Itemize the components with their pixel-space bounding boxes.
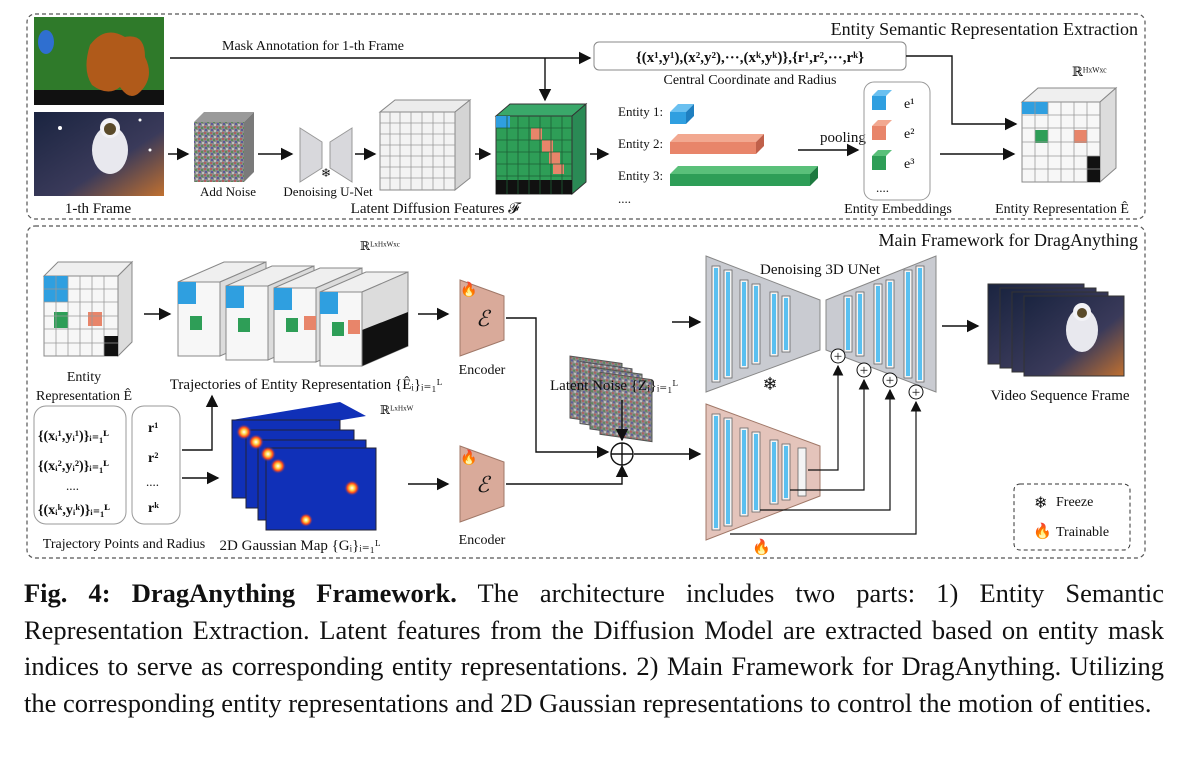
r-k: rᵏ [148, 501, 159, 516]
svg-text:ℰ: ℰ [476, 306, 492, 331]
radius-box [131, 405, 181, 525]
sum-node [610, 442, 634, 466]
traj-k: {(xᵢᵏ,yᵢᵏ)}ᵢ₌₁ᴸ [38, 503, 110, 518]
svg-text:+: + [886, 373, 894, 389]
encoder-top-label: Encoder [459, 363, 506, 378]
legend-freeze: Freeze [1056, 495, 1093, 510]
framework-figure: Entity Semantic Representation Extractio… [26, 13, 1146, 559]
trajectory-points-label: Trajectory Points and Radius [43, 537, 205, 552]
first-frame-label: 1-th Frame [65, 201, 132, 217]
entity-1-label: Entity 1: [618, 104, 663, 119]
entity-3-bar [670, 166, 818, 186]
top-dim-label: ℝᴴˣᵂˣᶜ [1072, 64, 1107, 79]
latent-noise-stack [569, 355, 653, 443]
denoising-3d-unet-label: Denoising 3D UNet [760, 262, 881, 278]
first-frame-image [34, 112, 164, 196]
skip-connections [730, 364, 922, 535]
embedding-1 [872, 90, 892, 110]
embedding-3-label: e³ [904, 157, 914, 172]
entity-2-bar [670, 134, 764, 154]
encoder-bottom: ℰ 🔥 [459, 445, 505, 523]
entity-rep-line2: Representation Ê [36, 387, 132, 404]
svg-text:❄: ❄ [762, 374, 777, 394]
entity-embeddings-box [863, 81, 931, 201]
encoder-top: ℰ 🔥 [459, 279, 505, 357]
flame-icon: 🔥 [1033, 522, 1052, 540]
mask-image [34, 17, 164, 105]
noise-cube [194, 112, 254, 182]
latent-feature-cube [378, 98, 472, 192]
pooling-label: pooling [820, 130, 866, 146]
denoising-unet-label: Denoising U-Net [283, 184, 373, 199]
svg-text:+: + [912, 385, 920, 401]
svg-text:+: + [860, 363, 868, 379]
svg-text:ℰ: ℰ [476, 472, 492, 497]
gaussian-map-label: 2D Gaussian Map {Gᵢ}ᵢ₌₁ᴸ [220, 538, 381, 554]
embedding-2-label: e² [904, 127, 914, 142]
gaussian-map-stack [231, 402, 377, 531]
trajectory-points-box [33, 405, 127, 525]
traj-1: {(xᵢ¹,yᵢ¹)}ᵢ₌₁ᴸ [38, 429, 109, 444]
r-2: r² [148, 451, 158, 466]
traj-2: {(xᵢ²,yᵢ²)}ᵢ₌₁ᴸ [38, 459, 109, 474]
entity-representation-label: Entity Representation Ê [995, 200, 1129, 217]
svg-text:🔥: 🔥 [460, 449, 477, 466]
coord-caption: Central Coordinate and Radius [663, 73, 836, 88]
video-sequence-frames [987, 283, 1125, 377]
entity-2-label: Entity 2: [618, 136, 663, 151]
bottom-section-title: Main Framework for DragAnything [879, 230, 1138, 250]
entity-representation-cube [1020, 86, 1118, 184]
bottom-entity-cube [42, 260, 134, 358]
trainable-control-unet: 🔥 [705, 403, 821, 556]
entity-3-label: Entity 3: [618, 168, 663, 183]
svg-text:+: + [834, 349, 842, 365]
trajectories-label: Trajectories of Entity Representation {Ê… [170, 376, 443, 393]
frozen-unet: ❄ [705, 255, 937, 394]
embedding-2 [872, 120, 892, 140]
entity-embeddings-label: Entity Embeddings [844, 202, 952, 217]
add-noise-label: Add Noise [200, 184, 256, 199]
denoising-unet-icon: ❄ [299, 127, 353, 183]
coord-set: {(x¹,y¹),(x²,y²),···,(xᵏ,yᵏ)},{r¹,r²,···… [636, 50, 864, 66]
latent-features-label: Latent Diffusion Features 𝓕 [351, 201, 523, 217]
dim-lhw-label: ℝᴸˣᴴˣᵂ [380, 403, 414, 417]
video-frame-label: Video Sequence Frame [990, 388, 1129, 404]
legend-trainable: Trainable [1056, 525, 1109, 540]
dim-lhwc-label: ℝᴸˣᴴˣᵂˣᶜ [360, 239, 400, 253]
r-1: r¹ [148, 421, 158, 436]
entity-rep-line1: Entity [67, 370, 101, 385]
skip-add-nodes: + + + + [830, 348, 924, 401]
r-dots: .... [146, 474, 159, 489]
trajectory-cubes [177, 261, 409, 367]
svg-text:🔥: 🔥 [752, 538, 771, 556]
svg-text:🔥: 🔥 [460, 281, 477, 298]
snowflake-icon: ❄ [1034, 495, 1047, 512]
embedding-more: .... [876, 180, 889, 195]
embedding-3 [872, 150, 892, 170]
top-section-title: Entity Semantic Representation Extractio… [831, 19, 1138, 39]
entity-1-bar [670, 104, 694, 124]
latent-noise-label: Latent Noise {Zᵢ}ᵢ₌₁ᴸ [550, 378, 678, 394]
encoder-bottom-label: Encoder [459, 533, 506, 548]
caption-label: Fig. 4: DragAnything Framework. [24, 578, 457, 608]
traj-dots: .... [66, 478, 79, 493]
caption-text: The architecture includes two parts: 1) … [24, 578, 1164, 718]
entity-more: .... [618, 191, 631, 206]
svg-text:❄: ❄ [321, 166, 331, 180]
mask-annotation-label: Mask Annotation for 1-th Frame [222, 39, 404, 54]
embedding-1-label: e¹ [904, 97, 914, 112]
masked-latent-cube [494, 102, 588, 196]
figure-caption: Fig. 4: DragAnything Framework. The arch… [24, 575, 1164, 721]
legend-box [1013, 483, 1131, 551]
